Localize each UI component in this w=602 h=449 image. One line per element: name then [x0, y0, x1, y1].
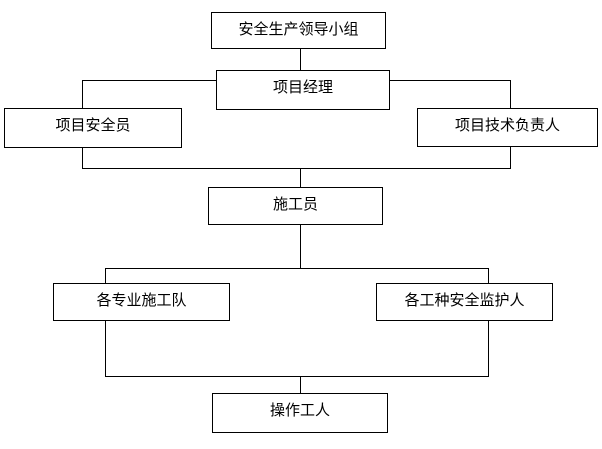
connector-leadership-manager	[300, 49, 301, 70]
connector-bus-crews-guardians	[105, 268, 489, 269]
connector-bus-to-construction-officer	[82, 168, 511, 169]
connector-trade-safety-guardians-stub	[488, 321, 489, 376]
connector-manager-right-arm	[390, 80, 510, 81]
connector-drop-trade-safety-guardians	[488, 268, 489, 283]
connector-construction-officer-stub	[300, 225, 301, 268]
connector-bus-to-workers	[105, 376, 489, 377]
connector-tech-director-stub	[510, 147, 511, 168]
connector-drop-construction-officer	[300, 168, 301, 187]
node-project-manager: 项目经理	[216, 70, 390, 110]
node-operating-workers: 操作工人	[212, 393, 388, 433]
connector-specialty-crews-stub	[105, 321, 106, 376]
node-project-safety-officer: 项目安全员	[4, 108, 182, 148]
node-trade-safety-guardians: 各工种安全监护人	[376, 283, 553, 321]
node-project-tech-director: 项目技术负责人	[417, 108, 598, 147]
connector-drop-tech-director	[510, 80, 511, 108]
connector-drop-operating-workers	[300, 376, 301, 393]
node-specialty-crews: 各专业施工队	[53, 283, 230, 321]
connector-drop-specialty-crews	[105, 268, 106, 283]
connector-manager-left-arm	[82, 80, 216, 81]
node-safety-leadership-group: 安全生产领导小组	[211, 12, 386, 49]
node-construction-officer: 施工员	[208, 187, 383, 225]
connector-safety-officer-stub	[82, 148, 83, 168]
connector-drop-safety-officer	[82, 80, 83, 108]
